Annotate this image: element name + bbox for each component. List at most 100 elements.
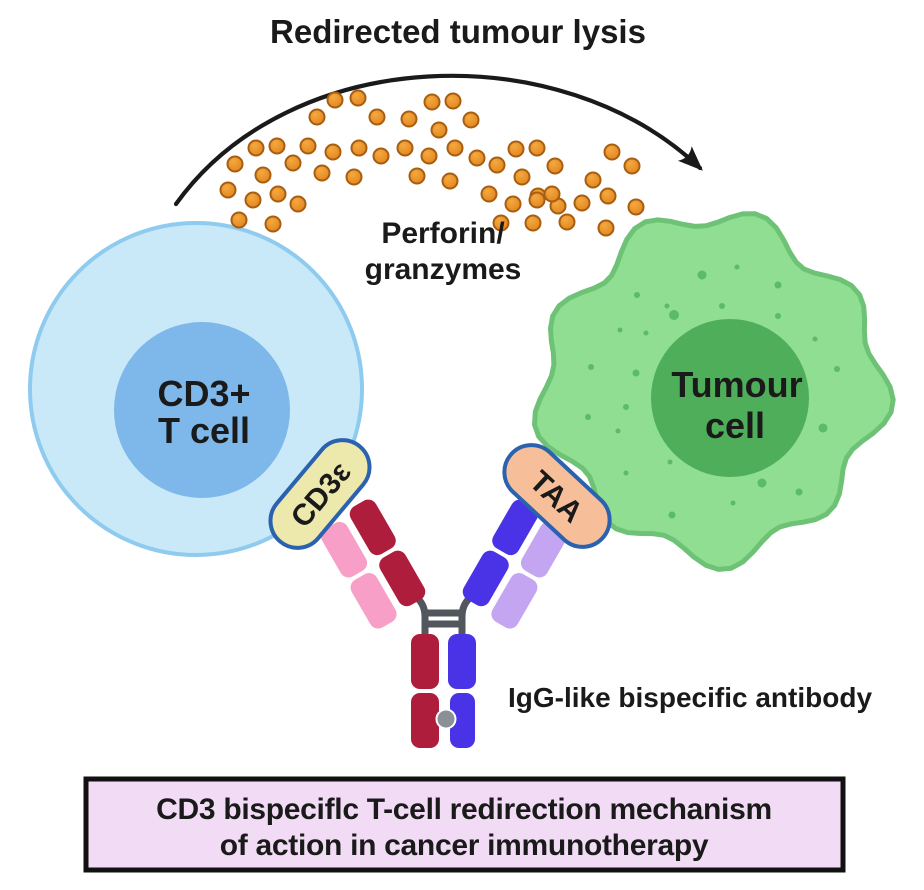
granule-dot [528, 191, 546, 209]
granule-dot [324, 143, 342, 161]
redirect-arrow [173, 73, 703, 207]
granule-dot [408, 167, 426, 185]
antibody-fc-stem [411, 634, 476, 748]
granule-dot [299, 137, 317, 155]
granule-dot [230, 211, 248, 229]
granule-dot [396, 139, 414, 157]
tumour-speckle [668, 511, 676, 519]
left-heavy-chain-seg2 [349, 499, 396, 556]
caption-line2: of action in cancer immunotherapy [220, 829, 709, 862]
tumour-speckle [585, 414, 591, 420]
tumour-speckle [667, 459, 673, 465]
granule-dot [488, 156, 506, 174]
granule-dot [597, 219, 615, 237]
granule-dot [423, 93, 441, 111]
fc-left-seg2 [411, 693, 439, 748]
granule-dot [528, 139, 546, 157]
tumour-speckle [734, 264, 740, 270]
granule-dot [441, 172, 459, 190]
granule-dot [573, 194, 591, 212]
granule-dot [400, 110, 418, 128]
tumour-speckle [818, 423, 828, 433]
fc-right-seg2 [450, 693, 475, 748]
granule-dot [558, 213, 576, 231]
tumour-speckle [730, 500, 736, 506]
granule-dot [268, 137, 286, 155]
tumour-label-line2: cell [705, 405, 765, 446]
granule-dot [269, 185, 287, 203]
right-light-chain-seg2 [520, 521, 567, 578]
granule-dot [254, 166, 272, 184]
granule-dot [244, 191, 262, 209]
granule-dot [446, 139, 464, 157]
caption-line1: CD3 bispeciflc T-cell redirection mechan… [156, 793, 772, 826]
tumour-speckle [588, 364, 594, 370]
granule-dot [226, 155, 244, 173]
tumour-speckle [632, 369, 640, 377]
granule-dot [219, 181, 237, 199]
left-heavy-chain-seg1 [379, 550, 426, 607]
tumour-speckle [623, 404, 629, 410]
left-light-chain-seg1 [350, 573, 397, 629]
tumour-speckle [697, 270, 707, 280]
granule-dot [599, 187, 617, 205]
granule-dot [480, 185, 498, 203]
granule-dot [623, 157, 641, 175]
tumour-speckle [623, 470, 629, 476]
antibody-annotation: IgG-like bispecific antibody [508, 682, 872, 713]
granule-dot [430, 121, 448, 139]
granule-dot [492, 214, 510, 232]
granule-dot [546, 157, 564, 175]
granule-dot [543, 185, 561, 203]
tumour-speckle [719, 303, 725, 309]
granule-dot [308, 108, 326, 126]
granule-dot [603, 143, 621, 161]
fc-right-seg1 [448, 634, 476, 689]
tumour-speckle [757, 478, 767, 488]
granule-dot [284, 154, 302, 172]
caption-box [83, 776, 846, 873]
tumour-speckle [664, 303, 670, 309]
tumour-speckle [774, 281, 782, 289]
tumour-cell-nucleus [651, 319, 809, 477]
granule-dot [345, 168, 363, 186]
granule-dot [584, 171, 602, 189]
fc-left-seg1 [411, 634, 439, 689]
t-cell-label-line2: T cell [158, 410, 250, 451]
t-cell-label-line1: CD3+ [157, 373, 250, 414]
granule-dot [444, 92, 462, 110]
granule-dot [372, 147, 390, 165]
right-heavy-chain-seg1 [462, 550, 509, 607]
granule-dot [247, 139, 265, 157]
granule-dot [462, 111, 480, 129]
antibody-right-arm [462, 499, 567, 629]
granule-dot [368, 108, 386, 126]
tumour-speckle [812, 336, 818, 342]
granule-dot [420, 147, 438, 165]
granule-dot [264, 215, 282, 233]
tumour-label-line1: Tumour [671, 364, 802, 405]
granule-dot [627, 198, 645, 216]
tumour-speckle [643, 330, 649, 336]
tumour-speckle [669, 310, 679, 320]
granule-dot [504, 195, 522, 213]
tumour-speckle [615, 428, 621, 434]
granule-dot [524, 214, 542, 232]
left-light-chain-seg2 [321, 521, 368, 578]
granule-dot [513, 168, 531, 186]
right-heavy-chain-seg2 [492, 499, 539, 556]
granule-dot [507, 140, 525, 158]
granule-dot [349, 89, 367, 107]
bispecific-antibody [321, 499, 567, 748]
tumour-speckle [617, 327, 623, 333]
title-redirected-tumour-lysis: Redirected tumour lysis [270, 13, 646, 50]
t-cell: CD3+ T cell [28, 221, 364, 557]
right-light-chain-seg1 [491, 573, 538, 629]
tumour-cell: Tumour cell [532, 211, 896, 572]
cd3e-pill-shape [268, 438, 372, 550]
perforin-label-line1: Perforin/ [381, 217, 505, 250]
t-cell-nucleus [114, 322, 290, 498]
tumour-speckle [775, 313, 781, 319]
granule-dot [468, 149, 486, 167]
